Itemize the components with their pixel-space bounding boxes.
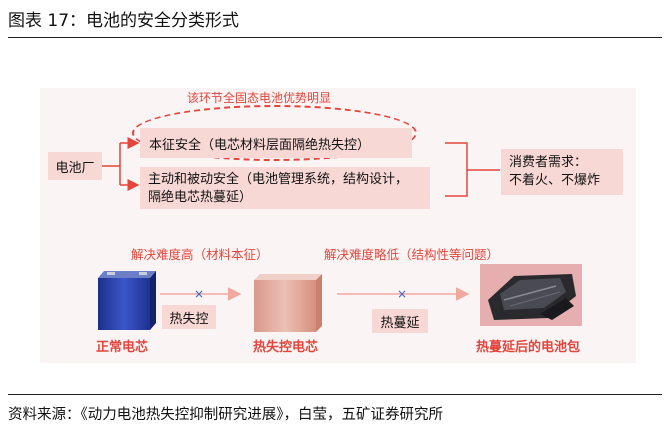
highlight-ellipse — [132, 105, 417, 161]
factory-branch-connector — [102, 137, 140, 191]
active-passive-safety-box: 主动和被动安全（电池管理系统，结构设计， 隔绝电芯热蔓延） — [140, 167, 430, 209]
highlight-label: 该环节全固态电池优势明显 — [187, 91, 332, 105]
active-safety-line-1: 主动和被动安全（电池管理系统，结构设计， — [148, 172, 409, 187]
svg-text:×: × — [194, 287, 204, 301]
thermal-spread-box: 热蔓延 — [372, 309, 428, 333]
factory-box: 电池厂 — [48, 152, 102, 180]
arrow-runaway-to-pack: × — [337, 287, 470, 301]
active-safety-line-2: 隔绝电芯热蔓延） — [148, 190, 253, 205]
consumer-demand-line-1: 消费者需求： — [509, 155, 588, 170]
demand-bracket — [445, 142, 500, 197]
runaway-cell-label: 热失控电芯 — [253, 340, 319, 355]
runaway-cell-image — [254, 274, 322, 332]
thermal-runaway-box: 热失控 — [162, 305, 216, 329]
damaged-pack-image — [480, 264, 582, 326]
figure-source: 资料来源：《动力电池热失控抑制研究进展》，白莹，五矿证券研究所 — [8, 407, 443, 423]
svg-text:×: × — [397, 287, 407, 301]
arrow-normal-to-runaway: × — [160, 287, 242, 301]
difficulty-high-label: 解决难度高（材料本征） — [131, 247, 269, 262]
consumer-demand-line-2: 不着火、不爆炸 — [509, 173, 601, 188]
source-divider — [8, 394, 662, 395]
difficulty-low-label: 解决难度略低（结构性等问题） — [324, 247, 500, 262]
title-divider — [8, 37, 662, 38]
normal-cell-image — [98, 271, 156, 330]
pack-after-spread-label: 热蔓延后的电池包 — [476, 340, 581, 355]
normal-cell-label: 正常电芯 — [96, 340, 149, 355]
figure-title: 图表 17：电池的安全分类形式 — [8, 11, 240, 31]
consumer-demand-box: 消费者需求： 不着火、不爆炸 — [501, 149, 623, 195]
intrinsic-safety-box: 本征安全（电芯材料层面隔绝热失控） — [140, 128, 412, 158]
